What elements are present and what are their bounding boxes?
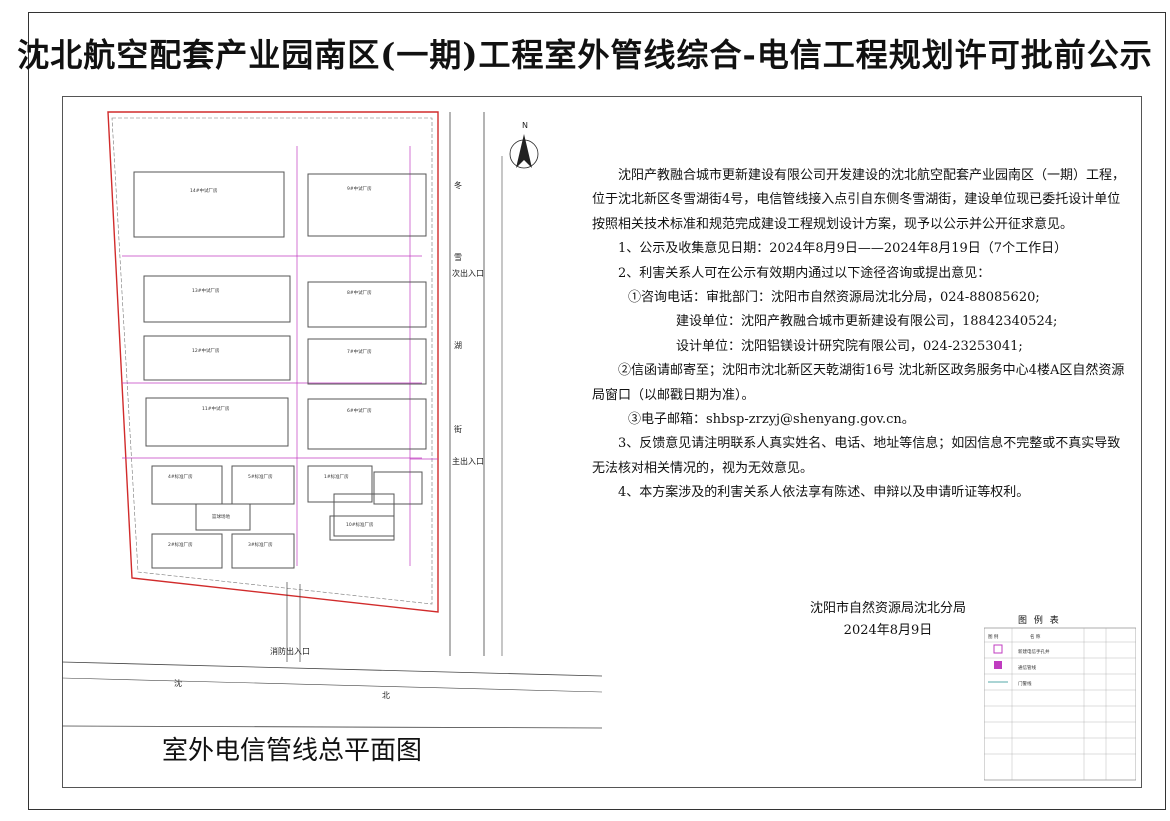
legend-title: 图 例 表	[1018, 616, 1061, 626]
label-b5: 5#标准厂房	[248, 473, 273, 480]
road-char-2: 北	[382, 691, 390, 700]
signature-block: 沈阳市自然资源局沈北分局 2024年8月9日	[788, 598, 988, 642]
outer-frame	[28, 12, 1166, 810]
street-char-2: 雪	[454, 253, 462, 262]
entrance-secondary: 次出入口	[452, 268, 484, 278]
notice-p1: 沈阳产教融合城市更新建设有限公司开发建设的沈北航空配套产业园南区（一期）工程，位…	[592, 168, 1126, 232]
label-b4: 4#标准厂房	[168, 473, 193, 480]
street-char-4: 街	[454, 424, 462, 434]
label-b3: 3#标准厂房	[248, 541, 273, 548]
telecom-lines	[122, 146, 438, 566]
drawing-caption: 室外电信管线总平面图	[162, 736, 423, 766]
label-b1: 1#标准厂房	[324, 473, 349, 480]
notice-text: 沈阳产教融合城市更新建设有限公司开发建设的沈北航空配套产业园南区（一期）工程，位…	[592, 164, 1132, 506]
south-road: 消防出入口 沈 北 路	[62, 582, 602, 729]
notice-p3: 2、利害关系人可在公示有效期内通过以下途径咨询或提出意见：	[618, 265, 991, 281]
notice-p7: ②信函请邮寄至；沈阳市沈北新区天乾湖街16号 沈北新区政务服务中心4楼A区自然资…	[592, 363, 1125, 403]
label-b9: 9#中试厂房	[347, 185, 372, 192]
street-char-3: 湖	[454, 341, 462, 350]
road-char-1: 沈	[174, 678, 182, 688]
site-boundary-inner	[111, 117, 433, 605]
entrance-fire: 消防出入口	[270, 646, 310, 656]
label-b13: 13#中试厂房	[192, 287, 220, 294]
legend-row-3: 门警线	[1018, 680, 1032, 687]
signature-date: 2024年8月9日	[843, 623, 933, 638]
label-b6: 6#中试厂房	[347, 407, 372, 414]
notice-p10: 4、本方案涉及的利害关系人依法享有陈述、申辩以及申请听证等权利。	[618, 485, 1030, 501]
page-title: 沈北航空配套产业园南区(一期)工程室外管线综合-电信工程规划许可批前公示	[17, 36, 1153, 74]
handhole-icon	[993, 644, 1003, 654]
legend-table: 图 例 名 称 新建电信手孔井 通信管线 门警线	[984, 627, 1136, 781]
legend-header-name: 名 称	[1030, 633, 1041, 640]
telecom-line-icon	[994, 661, 1002, 669]
label-b7: 7#中试厂房	[347, 348, 372, 355]
notice-p8: ③电子邮箱：shbsp-zrzyj@shenyang.gov.cn。	[628, 412, 915, 428]
label-b2: 2#标准厂房	[168, 541, 193, 548]
notice-p2: 1、公示及收集意见日期：2024年8月9日——2024年8月19日（7个工作日）	[618, 241, 1068, 257]
label-b12: 12#中试厂房	[192, 347, 220, 354]
label-court: 篮球场地	[212, 513, 230, 520]
street-char-1: 冬	[454, 180, 462, 190]
notice-p6: 设计单位：沈阳铝镁设计研究院有限公司，024-23253041;	[676, 338, 1023, 354]
signature-org: 沈阳市自然资源局沈北分局	[809, 601, 966, 616]
label-b10: 10#标准厂房	[346, 521, 374, 528]
legend-row-1: 新建电信手孔井	[1018, 648, 1050, 655]
label-b14: 14#中试厂房	[190, 187, 218, 194]
east-street: 冬 雪 湖 街 次出入口 主出入口	[449, 112, 503, 656]
site-redline	[107, 111, 439, 613]
label-b11: 11#中试厂房	[202, 405, 230, 412]
notice-p5: 建设单位：沈阳产教融合城市更新建设有限公司，18842340524;	[676, 314, 1058, 330]
entrance-main: 主出入口	[452, 456, 484, 466]
north-label: N	[522, 121, 528, 130]
label-b8: 8#中试厂房	[347, 289, 372, 296]
legend-header-symbol: 图 例	[988, 633, 999, 640]
building-labels: 14#中试厂房 9#中试厂房 13#中试厂房 8#中试厂房 12#中试厂房 7#…	[168, 185, 374, 548]
site-plan: 14#中试厂房 9#中试厂房 13#中试厂房 8#中试厂房 12#中试厂房 7#…	[62, 111, 602, 729]
notice-p9: 3、反馈意见请注明联系人真实姓名、电话、地址等信息；如因信息不完整或不真实导致无…	[592, 436, 1121, 476]
legend-row-2: 通信管线	[1018, 664, 1036, 671]
buildings	[133, 171, 427, 569]
drawing-area	[62, 96, 1142, 788]
notice-p4: ①咨询电话：审批部门：沈阳市自然资源局沈北分局，024-88085620;	[628, 290, 1040, 306]
north-arrow: N	[509, 121, 539, 169]
